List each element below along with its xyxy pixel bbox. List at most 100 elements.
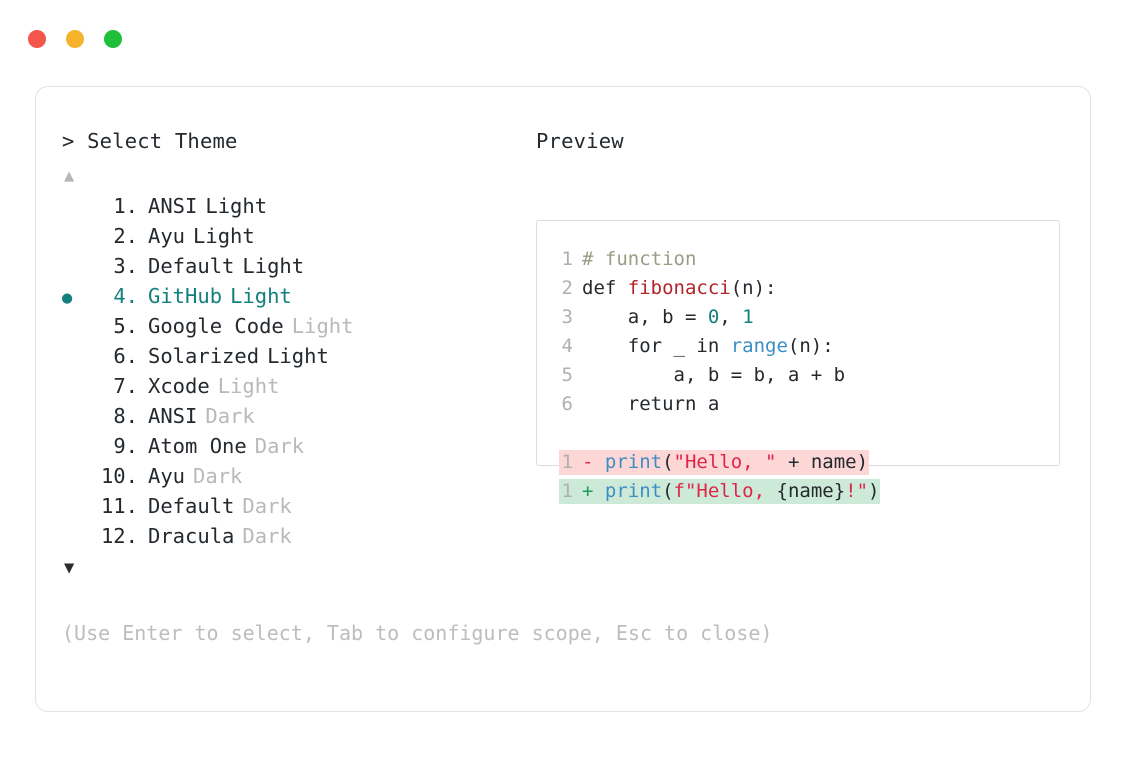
diff-added-line: 1 + print(f"Hello, {name}!") xyxy=(559,477,881,506)
theme-item-index: 7. xyxy=(113,374,138,398)
theme-item-variant: Light xyxy=(193,224,255,248)
bullet-placeholder: ● xyxy=(62,343,92,373)
theme-item-name: Default xyxy=(148,254,235,278)
code-line: 5 a, b = b, a + b xyxy=(559,361,880,390)
theme-item-name: Ayu xyxy=(148,224,186,248)
theme-item-name: Default xyxy=(148,494,235,518)
line-number: 1 xyxy=(561,248,573,270)
theme-item-name: Xcode xyxy=(148,374,210,398)
theme-item-index: 6. xyxy=(113,344,138,368)
code-token: fibonacci xyxy=(627,277,731,299)
theme-item-name: Ayu xyxy=(148,464,186,488)
close-button[interactable] xyxy=(28,30,46,48)
bullet-placeholder: ● xyxy=(62,223,92,253)
code-spacer xyxy=(559,419,880,448)
code-token: ( xyxy=(662,451,674,473)
code-token: a, b = b, a + b xyxy=(582,364,846,386)
diff-minus-marker: - xyxy=(582,451,605,473)
diff-line-body: 1- print("Hello, " + name) xyxy=(559,450,870,475)
theme-item-variant: Dark xyxy=(242,494,292,518)
code-line: 1 # function xyxy=(559,245,880,274)
theme-item-index: 12. xyxy=(100,524,138,548)
theme-item-variant: Light xyxy=(230,284,292,308)
code-line: 6 return a xyxy=(559,390,880,419)
bullet-placeholder: ● xyxy=(62,193,92,223)
code-token: {name} xyxy=(776,480,846,502)
preview-panel: Preview xyxy=(536,127,1076,155)
code-token: (n): xyxy=(787,335,834,357)
theme-item-name: Google Code xyxy=(148,314,284,338)
preview-title: Preview xyxy=(536,129,624,153)
code-token: f"Hello, xyxy=(673,480,777,502)
code-token: ( xyxy=(662,480,674,502)
code-token: 1 xyxy=(742,306,754,328)
code-token: 0 xyxy=(707,306,720,328)
code-token: return a xyxy=(582,393,720,415)
theme-item-variant: Light xyxy=(205,194,268,218)
code-token: ) xyxy=(868,480,880,502)
theme-item-index: 5. xyxy=(113,314,138,338)
theme-item-index: 10. xyxy=(100,464,138,488)
bullet-placeholder: ● xyxy=(62,253,92,283)
theme-list-item[interactable]: ● 11. Default Dark xyxy=(62,491,532,521)
diff-removed-line: 1- print("Hello, " + name) xyxy=(559,448,880,477)
theme-item-variant: Light xyxy=(217,374,280,398)
selected-bullet-icon: ● xyxy=(62,288,73,308)
theme-item-name: Atom One xyxy=(148,434,247,458)
keyboard-hint: (Use Enter to select, Tab to configure s… xyxy=(62,621,773,645)
theme-item-index: 11. xyxy=(100,494,138,518)
line-number: 1 xyxy=(561,480,573,502)
theme-item-index: 8. xyxy=(113,404,138,428)
diff-line-body: 1 + print(f"Hello, {name}!") xyxy=(559,479,881,504)
code-token: "Hello, " xyxy=(673,451,777,473)
bullet-placeholder: ● xyxy=(62,463,92,493)
code-token: + name) xyxy=(776,451,869,473)
line-number: 6 xyxy=(561,393,573,415)
theme-list[interactable]: ●1.ANSILight●2.AyuLight●3.DefaultLight●4… xyxy=(62,191,532,551)
scroll-down-icon[interactable]: ▼ xyxy=(64,558,75,578)
code-token: a, b = xyxy=(582,306,708,328)
theme-item-index: 3. xyxy=(113,254,138,278)
line-number: 1 xyxy=(561,451,573,473)
theme-item-index: 9. xyxy=(113,434,138,458)
theme-list-item[interactable]: ● 2. Ayu Light xyxy=(62,221,532,251)
maximize-button[interactable] xyxy=(104,30,122,48)
theme-item-name: Dracula xyxy=(148,524,235,548)
code-token: # function xyxy=(582,248,697,270)
scroll-up-icon[interactable]: ▲ xyxy=(64,166,75,186)
diff-plus-marker: + xyxy=(582,480,605,502)
code-token: , xyxy=(719,306,743,328)
code-line: 4 for _ in range(n): xyxy=(559,332,880,361)
window-controls xyxy=(28,30,122,48)
bullet-placeholder: ● xyxy=(62,433,92,463)
line-number: 2 xyxy=(561,277,573,299)
page-title: > Select Theme xyxy=(62,129,238,153)
theme-item-index: 2. xyxy=(113,224,138,248)
code-token: for _ in xyxy=(582,335,731,357)
theme-item-variant: Light xyxy=(291,314,354,338)
theme-item-variant: Light xyxy=(267,344,329,368)
theme-item-index: 4. xyxy=(113,284,138,308)
bullet-placeholder: ● xyxy=(62,523,92,553)
code-token: (n): xyxy=(730,277,777,299)
theme-selector-card: > Select Theme ▲ ●1.ANSILight●2.AyuLight… xyxy=(35,86,1091,712)
minimize-button[interactable] xyxy=(66,30,84,48)
theme-list-item[interactable]: ● 12. Dracula Dark xyxy=(62,521,532,551)
code-token: print xyxy=(604,480,663,502)
code-token: !" xyxy=(845,480,869,502)
bullet-placeholder: ● xyxy=(62,493,92,523)
theme-item-variant: Dark xyxy=(205,404,255,428)
theme-item-variant: Dark xyxy=(242,524,292,548)
line-number: 5 xyxy=(561,364,573,386)
